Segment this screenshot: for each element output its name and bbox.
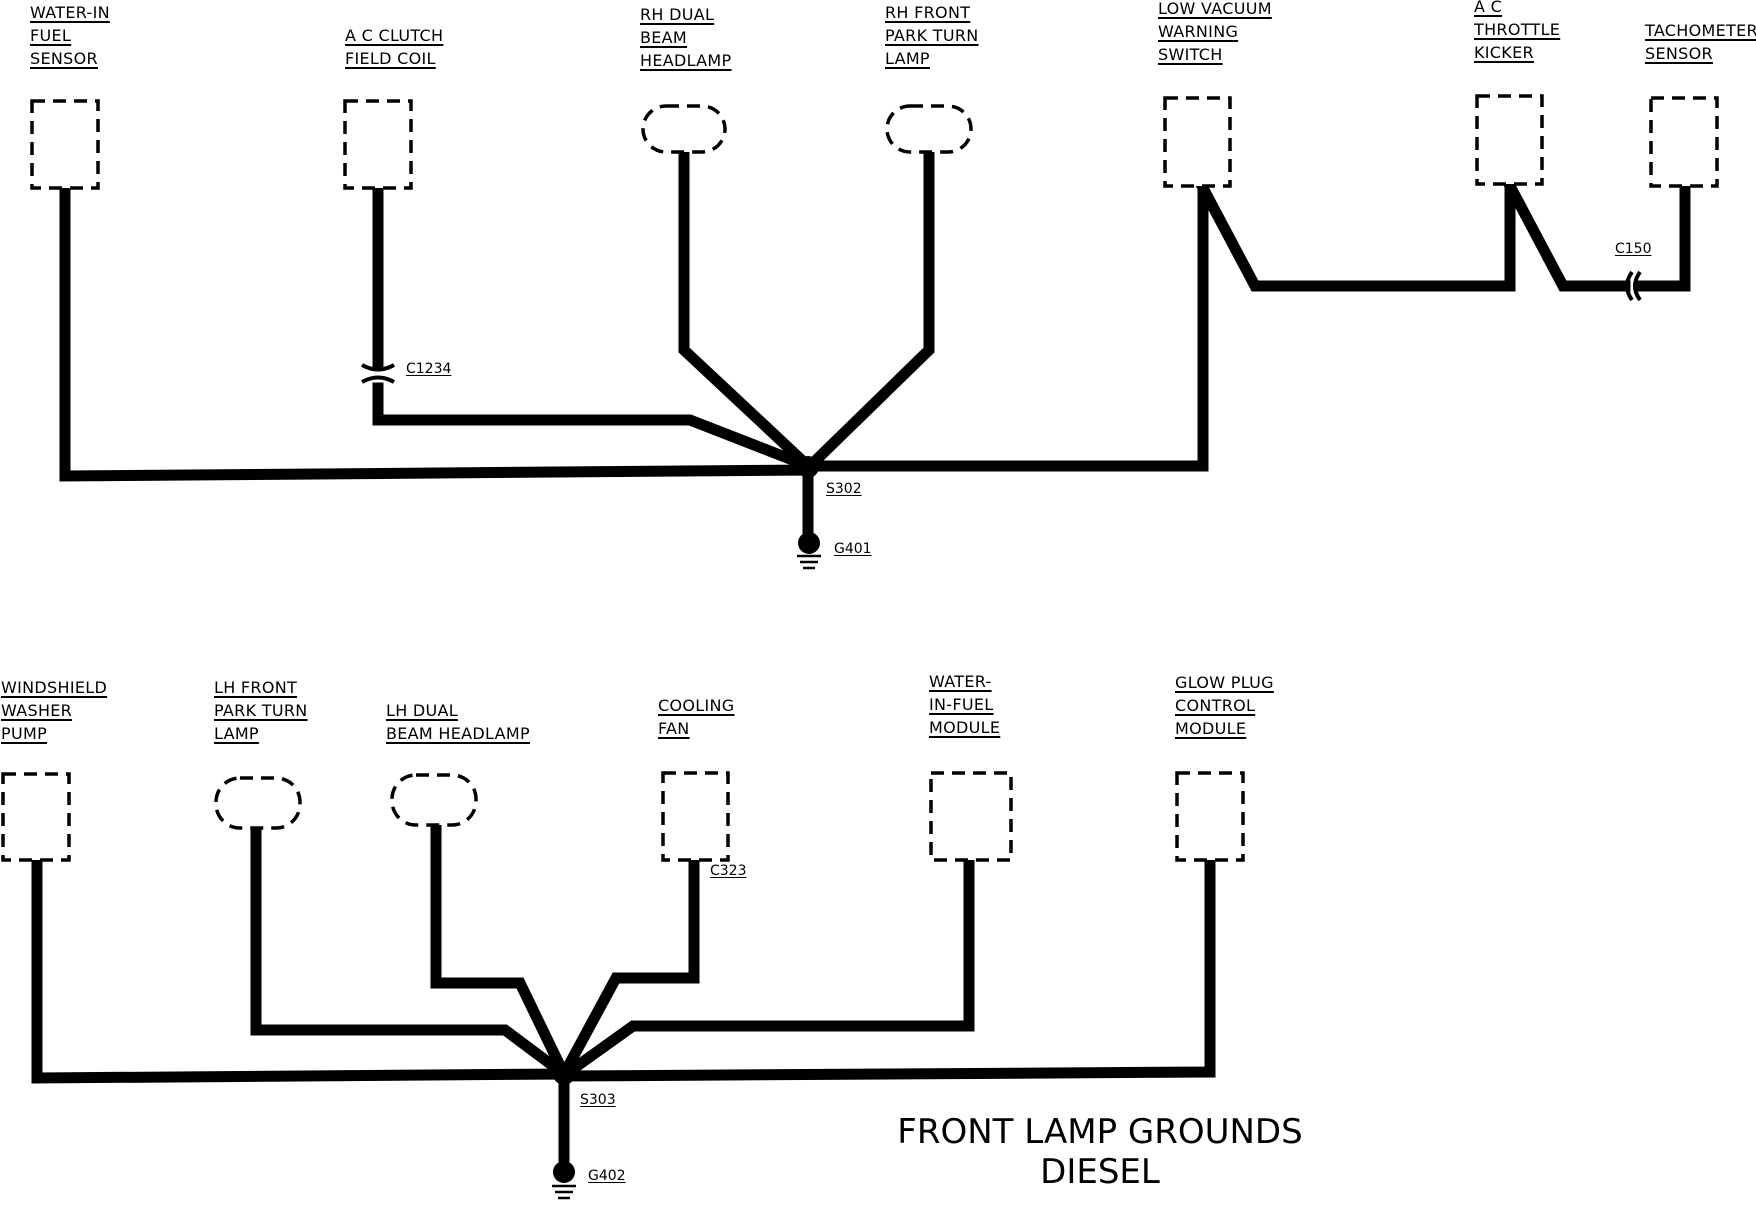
wire-lh-dual-beam (430, 822, 572, 1082)
ground-g401-symbol (797, 532, 821, 570)
connector-c1234-symbol (361, 363, 395, 384)
splice-s302-dot (797, 456, 819, 478)
connector-c1234-label: C1234 (406, 361, 452, 377)
wire-lh-front-park (250, 822, 572, 1082)
tachometer-sensor-box (1649, 96, 1719, 188)
wire-rh-front-park (802, 144, 935, 474)
glow-plug-control-module-box (1175, 771, 1245, 862)
label-lh-front-park-turn-lamp: LH FRONT PARK TURN LAMP (214, 678, 308, 743)
label-lh-dual-beam-headlamp: LH DUAL BEAM HEADLAMP (386, 701, 530, 743)
ac-clutch-field-coil-box (343, 99, 413, 190)
rh-dual-beam-headlamp-bulb (641, 104, 727, 154)
ground-g401-label: G401 (834, 541, 872, 557)
windshield-washer-pump-box (1, 772, 71, 862)
wire-tach (1636, 180, 1691, 292)
water-in-fuel-module-box (929, 771, 1013, 862)
wire-vacuum-kicker-link (1195, 180, 1516, 292)
label-low-vacuum-warning-switch: LOW VACUUM WARNING SWITCH (1158, 0, 1272, 64)
label-water-in-fuel-sensor: WATER-IN FUEL SENSOR (30, 3, 110, 68)
ground-g402-symbol (552, 1161, 576, 1200)
top-circuit-wires (59, 144, 1691, 542)
label-rh-front-park-turn-lamp: RH FRONT PARK TURN LAMP (885, 3, 979, 68)
cooling-fan-box (661, 771, 730, 862)
ground-g402-label: G402 (588, 1168, 626, 1184)
wire-kicker-tach (1502, 178, 1631, 292)
splice-s303-dot (553, 1063, 575, 1085)
lh-front-park-turn-lamp-bulb (214, 776, 302, 830)
wire-windshield-washer (31, 854, 570, 1084)
diagram-title: FRONT LAMP GROUNDS DIESEL (850, 1112, 1350, 1192)
connector-c150-label: C150 (1615, 241, 1652, 257)
label-windshield-washer-pump: WINDSHIELD WASHER PUMP (1, 678, 108, 743)
label-cooling-fan: COOLING FAN (658, 696, 735, 738)
wire-low-vacuum (802, 182, 1209, 472)
water-in-fuel-sensor-box (30, 99, 100, 190)
wire-ac-clutch-lower (372, 382, 816, 474)
connector-c150-symbol (1625, 270, 1642, 302)
label-tachometer-sensor: TACHOMETER SENSOR (1645, 21, 1756, 63)
splice-s303-label: S303 (580, 1092, 616, 1108)
connector-c323-label: C323 (710, 863, 747, 879)
splice-s302-label: S302 (826, 481, 862, 497)
ac-throttle-kicker-box (1475, 94, 1544, 186)
label-ac-throttle-kicker: A C THROTTLE KICKER (1474, 0, 1561, 62)
label-water-in-fuel-module: WATER- IN-FUEL MODULE (929, 672, 1001, 737)
label-ac-clutch-field-coil: A C CLUTCH FIELD COIL (345, 26, 444, 68)
diagram-title-line1: FRONT LAMP GROUNDS (897, 1112, 1303, 1152)
wire-water-in-fuel-sensor (59, 182, 814, 482)
label-rh-dual-beam-headlamp: RH DUAL BEAM HEADLAMP (640, 5, 732, 70)
wire-cooling-fan (556, 854, 700, 1082)
wire-glow-plug (560, 854, 1216, 1082)
label-glow-plug-control-module: GLOW PLUG CONTROL MODULE (1175, 673, 1274, 738)
wire-water-in-fuel-module (558, 854, 975, 1082)
diagram-title-line2: DIESEL (1040, 1152, 1160, 1192)
bottom-circuit-wires (31, 822, 1216, 1176)
rh-front-park-turn-lamp-bulb (885, 104, 973, 154)
low-vacuum-warning-switch-box (1163, 96, 1232, 188)
lh-dual-beam-headlamp-bulb (390, 773, 478, 827)
wire-rh-dual-beam (678, 144, 816, 474)
